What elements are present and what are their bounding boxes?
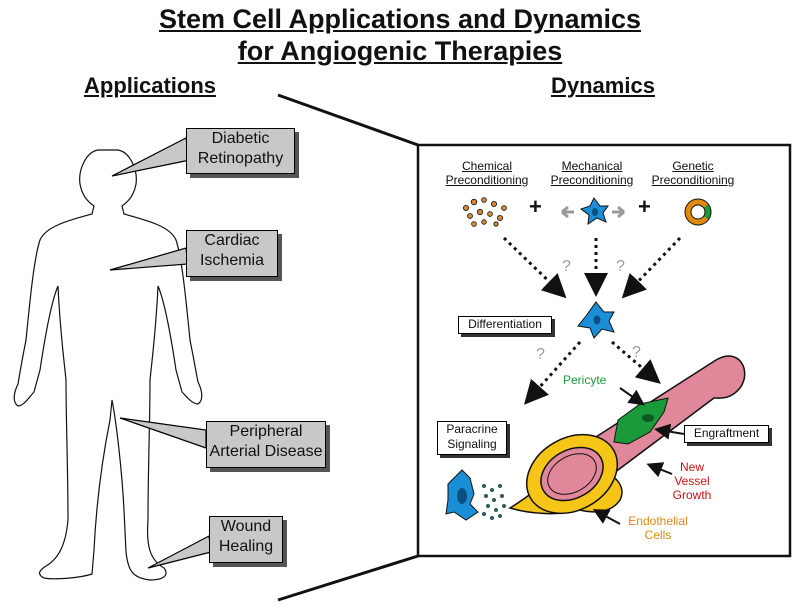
chemical-dots-icon	[462, 197, 507, 227]
precond-line-2: Preconditioning	[445, 173, 529, 187]
callout-line-1: Peripheral	[229, 423, 303, 440]
callout-pointer-leg	[119, 417, 207, 449]
paracrine-cell-icon	[445, 469, 479, 521]
blood-vessel-icon	[508, 355, 746, 515]
arrow-pericyte	[619, 387, 645, 406]
dynamics-heading: Dynamics	[551, 73, 655, 98]
callout-diabetic-retinopathy: Diabetic Retinopathy	[186, 128, 295, 174]
endothelial-cells-label: Endothelial Cells	[618, 514, 698, 542]
callout-line-2: Ischemia	[199, 252, 265, 269]
callout-line-2: Arterial Disease	[209, 443, 323, 460]
human-body-outline	[13, 149, 203, 581]
new-vessel-line-3: Growth	[672, 488, 712, 502]
arrow-genetic	[621, 236, 682, 299]
applications-heading: Applications	[84, 73, 217, 98]
question-mark: ?	[632, 344, 641, 361]
differentiation-label: Differentiation	[458, 316, 552, 334]
title-line-2: for Angiogenic Therapies	[237, 36, 563, 66]
pericyte-label: Pericyte	[563, 373, 607, 387]
arrow-new-vessel	[646, 462, 673, 478]
genetic-plasmid-icon	[684, 198, 712, 226]
zoom-line-top	[277, 93, 419, 147]
endothelial-line-1: Endothelial	[628, 514, 688, 528]
stem-cell-icon	[577, 301, 615, 339]
callout-pointer-foot	[147, 535, 212, 569]
zoom-line-bottom	[277, 554, 419, 602]
precond-line-2: Preconditioning	[651, 173, 735, 187]
precond-line-1: Genetic	[672, 159, 714, 173]
new-vessel-line-2: Vessel	[674, 474, 710, 488]
mechanical-stress-icon	[561, 197, 625, 226]
secreted-factors-icon	[482, 484, 506, 520]
arrow-to-paracrine	[524, 341, 582, 405]
new-vessel-growth-label: New Vessel Growth	[672, 460, 712, 502]
question-mark: ?	[536, 346, 545, 363]
callout-cardiac-ischemia: Cardiac Ischemia	[186, 230, 278, 277]
callout-line-1: Wound	[220, 518, 272, 535]
endothelial-line-2: Cells	[644, 528, 672, 542]
precond-line-1: Mechanical	[561, 159, 623, 173]
question-mark: ?	[616, 258, 625, 275]
paracrine-signaling-label: Paracrine Signaling	[437, 421, 507, 455]
arrow-chemical	[502, 236, 567, 299]
paracrine-line-1: Paracrine	[446, 422, 498, 436]
engraftment-label: Engraftment	[684, 425, 769, 443]
callout-wound-healing: Wound Healing	[209, 516, 283, 563]
title-line-1: Stem Cell Applications and Dynamics	[158, 4, 642, 34]
arrow-endothelial	[592, 509, 621, 525]
new-vessel-line-1: New	[679, 460, 704, 474]
callout-line-2: Healing	[218, 538, 274, 555]
callout-line-1: Cardiac	[204, 232, 260, 249]
callout-peripheral-arterial-disease: Peripheral Arterial Disease	[206, 421, 326, 468]
arrow-to-vessel	[611, 340, 661, 384]
precond-line-2: Preconditioning	[550, 173, 634, 187]
callout-pointer-eye	[111, 137, 191, 177]
arrow-engraftment	[654, 423, 685, 440]
plus-sign: +	[529, 194, 542, 219]
callout-line-1: Diabetic	[211, 130, 270, 147]
paracrine-line-2: Signaling	[447, 437, 497, 451]
mechanical-preconditioning-label: Mechanical Preconditioning	[542, 159, 642, 187]
callout-pointer-heart	[109, 247, 189, 271]
callout-line-2: Retinopathy	[197, 150, 284, 167]
chemical-preconditioning-label: Chemical Preconditioning	[437, 159, 537, 187]
question-mark: ?	[562, 258, 571, 275]
genetic-preconditioning-label: Genetic Preconditioning	[643, 159, 743, 187]
precond-line-1: Chemical	[461, 159, 512, 173]
plus-sign: +	[638, 194, 651, 219]
